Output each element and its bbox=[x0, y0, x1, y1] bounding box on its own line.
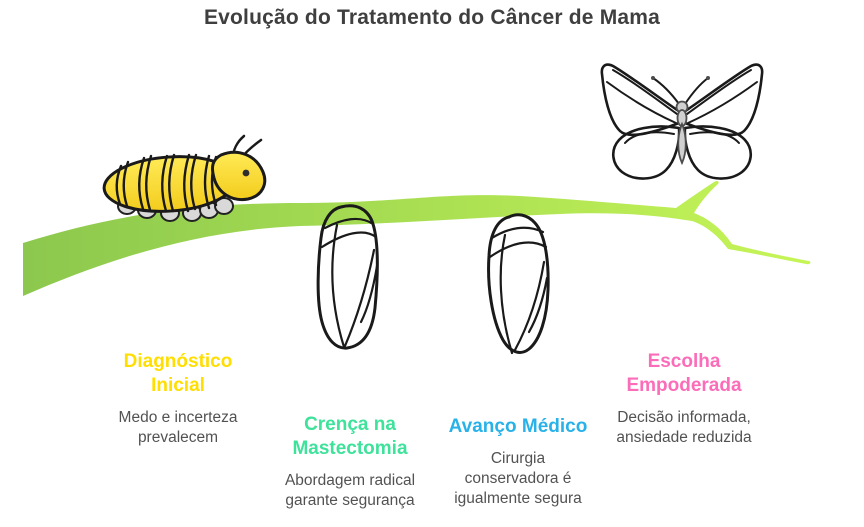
stage-subtitle: Medo e incerteza prevalecem bbox=[118, 408, 238, 446]
page-title: Evolução do Tratamento do Câncer de Mama bbox=[203, 6, 661, 29]
stage-avanco-medico: Avanço Médico Cirurgia conservadora é ig… bbox=[418, 415, 618, 508]
caterpillar-icon bbox=[102, 134, 267, 222]
stage-subtitle: Cirurgia conservadora é igualmente segur… bbox=[454, 449, 582, 507]
stage-escolha-empoderada: Escolha Empoderada Decisão informada, an… bbox=[584, 350, 784, 448]
stage-title: Avanço Médico bbox=[448, 416, 588, 437]
chrysalis-green-icon bbox=[316, 204, 379, 350]
stage-subtitle: Decisão informada, ansiedade reduzida bbox=[616, 408, 752, 446]
stage-crenca-na-mastectomia: Crença na Mastectomia Abordagem radical … bbox=[250, 413, 450, 511]
stage-diagnostico-inicial: Diagnóstico Inicial Medo e incerteza pre… bbox=[78, 350, 278, 448]
stage-title: Escolha Empoderada bbox=[626, 351, 742, 396]
stage-subtitle: Abordagem radical garante segurança bbox=[284, 471, 416, 509]
stage-title: Diagnóstico Inicial bbox=[123, 351, 233, 396]
stage-title: Crença na Mastectomia bbox=[292, 414, 408, 459]
butterfly-icon bbox=[600, 63, 764, 180]
chrysalis-blue-icon bbox=[487, 213, 550, 355]
